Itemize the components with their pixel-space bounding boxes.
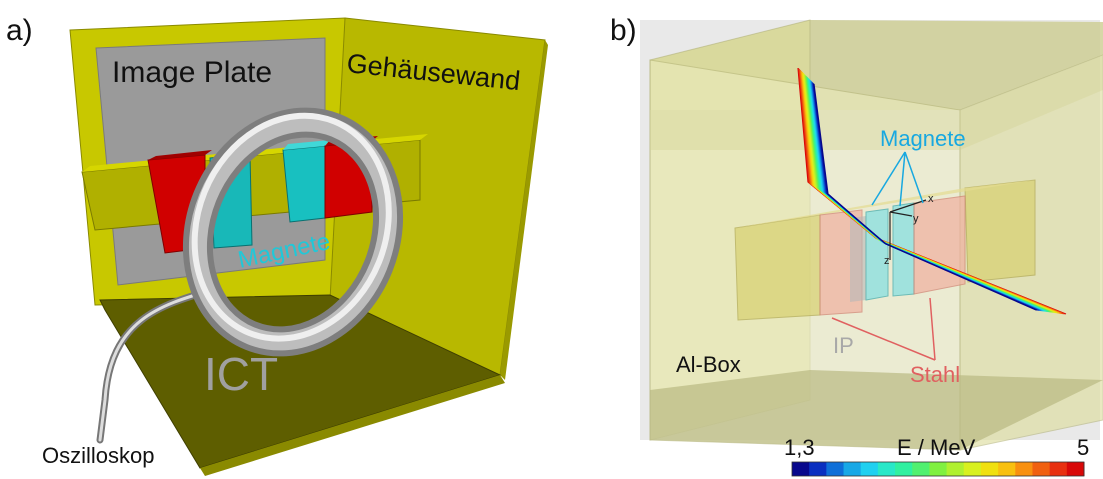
colorbar-segment	[877, 462, 896, 476]
axis-y-label: y	[913, 213, 919, 225]
colorbar-min-label: 1,3	[784, 435, 815, 460]
colorbar-segment	[912, 462, 930, 476]
holder-right-block	[964, 179, 1036, 283]
trajectory-line	[813, 83, 1037, 311]
magnet-pointer-line-3	[904, 151, 924, 204]
colorbar-segment	[1049, 462, 1068, 476]
ip-plate	[850, 216, 866, 302]
colorbar-title: E / MeV	[897, 435, 976, 460]
image-plate-label: Image Plate	[112, 56, 272, 89]
steel-pointer-line-1	[831, 317, 936, 361]
colorbar-segment	[980, 462, 999, 476]
al-box-floor	[650, 370, 1103, 450]
colorbar-segment	[792, 462, 810, 476]
ict-ring-highlight	[191, 112, 392, 342]
steel-right	[913, 195, 966, 295]
steel-pointer-lines	[831, 297, 936, 361]
colorbar-segment	[929, 462, 948, 476]
panel-b: b) x y z	[610, 14, 1103, 477]
axis-y-line	[889, 211, 913, 217]
electron-trajectories	[797, 67, 1067, 315]
magnets-label-b: Magnete	[880, 126, 966, 151]
coordinate-axes: x y z	[884, 193, 934, 267]
colorbar-segment	[1066, 462, 1085, 476]
oscilloscope-label: Oszilloskop	[42, 443, 154, 468]
colorbar-segment	[826, 462, 845, 476]
al-box-label: Al-Box	[676, 352, 741, 377]
colorbar-segment	[809, 462, 827, 476]
energy-colorbar: 1,3 E / MeV 5	[784, 435, 1089, 477]
panel-a: a) Image Plate Gehäusewand Magnete ICT	[6, 14, 548, 476]
ip-label: IP	[833, 333, 854, 358]
colorbar-segment	[946, 462, 965, 476]
al-box-upper-band	[650, 55, 1103, 150]
axis-x-line	[889, 199, 927, 213]
colorbar-segment	[1015, 462, 1033, 476]
axis-z-label: z	[884, 255, 890, 267]
colorbar-segment	[895, 462, 913, 476]
colorbar-gradient	[792, 462, 1085, 476]
colorbar-segment	[1032, 462, 1051, 476]
colorbar-segment	[860, 462, 879, 476]
steel-label: Stahl	[910, 362, 960, 387]
oscilloscope-cable-highlight	[98, 288, 214, 442]
magnet-red-left-side	[148, 150, 212, 160]
colorbar-segment	[843, 462, 862, 476]
colorbar-max-label: 5	[1077, 435, 1089, 460]
magnet-pointer-line-2	[899, 151, 906, 207]
magnet-pointer-line-1	[871, 151, 906, 206]
magnet-cyan-right-top	[283, 140, 330, 150]
magnet-cyan-right	[282, 145, 326, 223]
magnet-pointer-lines	[871, 151, 924, 207]
colorbar-frame	[791, 461, 1085, 477]
side-wall-edge	[500, 40, 548, 380]
holder-top	[735, 180, 1035, 228]
steel-pointer-line-2	[929, 297, 936, 361]
holder-left-block	[734, 214, 821, 321]
panel-a-label: a)	[6, 14, 33, 47]
panel-b-label: b)	[610, 14, 637, 47]
axis-x-label: x	[928, 193, 934, 205]
floor-front-edge	[200, 375, 505, 476]
ict-label: ICT	[204, 348, 278, 400]
colorbar-segment	[998, 462, 1016, 476]
colorbar-segment	[963, 462, 982, 476]
